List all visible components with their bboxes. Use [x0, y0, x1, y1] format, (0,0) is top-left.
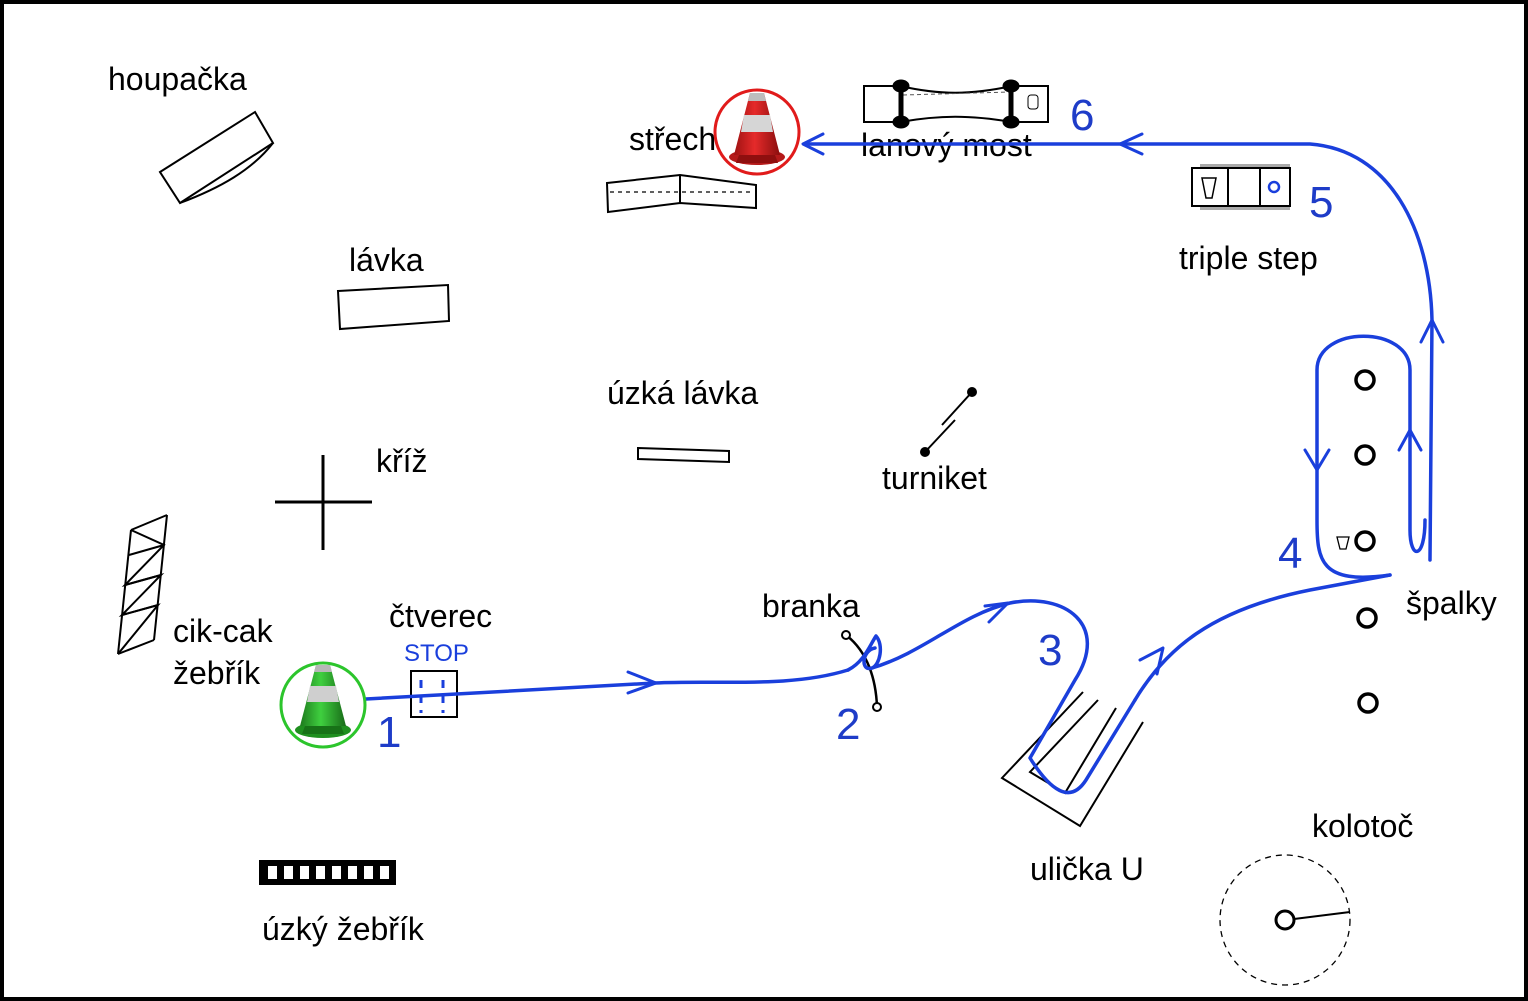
route-path: [364, 142, 1434, 795]
step-number-1: 1: [377, 708, 401, 757]
block-4: [1356, 607, 1378, 629]
step-number-3: 3: [1038, 626, 1062, 675]
cross-obstacle: [275, 455, 372, 550]
seesaw-obstacle: [158, 110, 275, 205]
bench-obstacle: [336, 283, 451, 331]
green-cone-icon: [279, 661, 367, 749]
step-number-4: 4: [1278, 529, 1302, 578]
label-uzka-lavka: úzká lávka: [607, 375, 758, 411]
step-number-6: 6: [1070, 91, 1094, 140]
block-1: [1354, 369, 1376, 391]
label-zebrik: žebřík: [173, 655, 261, 691]
red-cone-icon: [713, 88, 801, 176]
label-spalky: špalky: [1406, 585, 1497, 621]
turnstile-obstacle: [920, 387, 977, 457]
block-5: [1357, 692, 1379, 714]
label-triple-step: triple step: [1179, 240, 1318, 276]
label-ulicka-u: ulička U: [1030, 851, 1144, 887]
block-2: [1354, 444, 1376, 466]
route-arrows: [626, 132, 1445, 695]
u-alley-obstacle: [1000, 691, 1144, 828]
label-houpacka: houpačka: [108, 61, 247, 97]
label-cik-cak: cik-cak: [173, 613, 274, 649]
blocks-obstacle: [1336, 369, 1379, 714]
narrow-ladder-obstacle: [259, 860, 396, 885]
label-uzky-zebrik: úzký žebřík: [262, 911, 425, 947]
triple-step-obstacle: [1191, 164, 1291, 210]
label-ctverec: čtverec: [389, 598, 492, 634]
label-kriz: kříž: [376, 443, 428, 479]
block-3: [1354, 530, 1376, 552]
label-branka: branka: [762, 588, 860, 624]
label-strech: střech: [629, 121, 716, 157]
step-number-5: 5: [1309, 178, 1333, 227]
label-lavka: lávka: [349, 242, 424, 278]
step-number-2: 2: [836, 700, 860, 749]
roof-obstacle: [605, 173, 757, 214]
narrow-bench-obstacle: [637, 446, 730, 464]
carousel-obstacle: [1219, 854, 1351, 986]
label-turniket: turniket: [882, 460, 987, 496]
label-kolotoc: kolotoč: [1312, 808, 1413, 844]
rope-bridge-obstacle: [863, 79, 1049, 129]
zigzag-ladder-obstacle: [117, 514, 168, 655]
label-stop: STOP: [404, 640, 469, 667]
